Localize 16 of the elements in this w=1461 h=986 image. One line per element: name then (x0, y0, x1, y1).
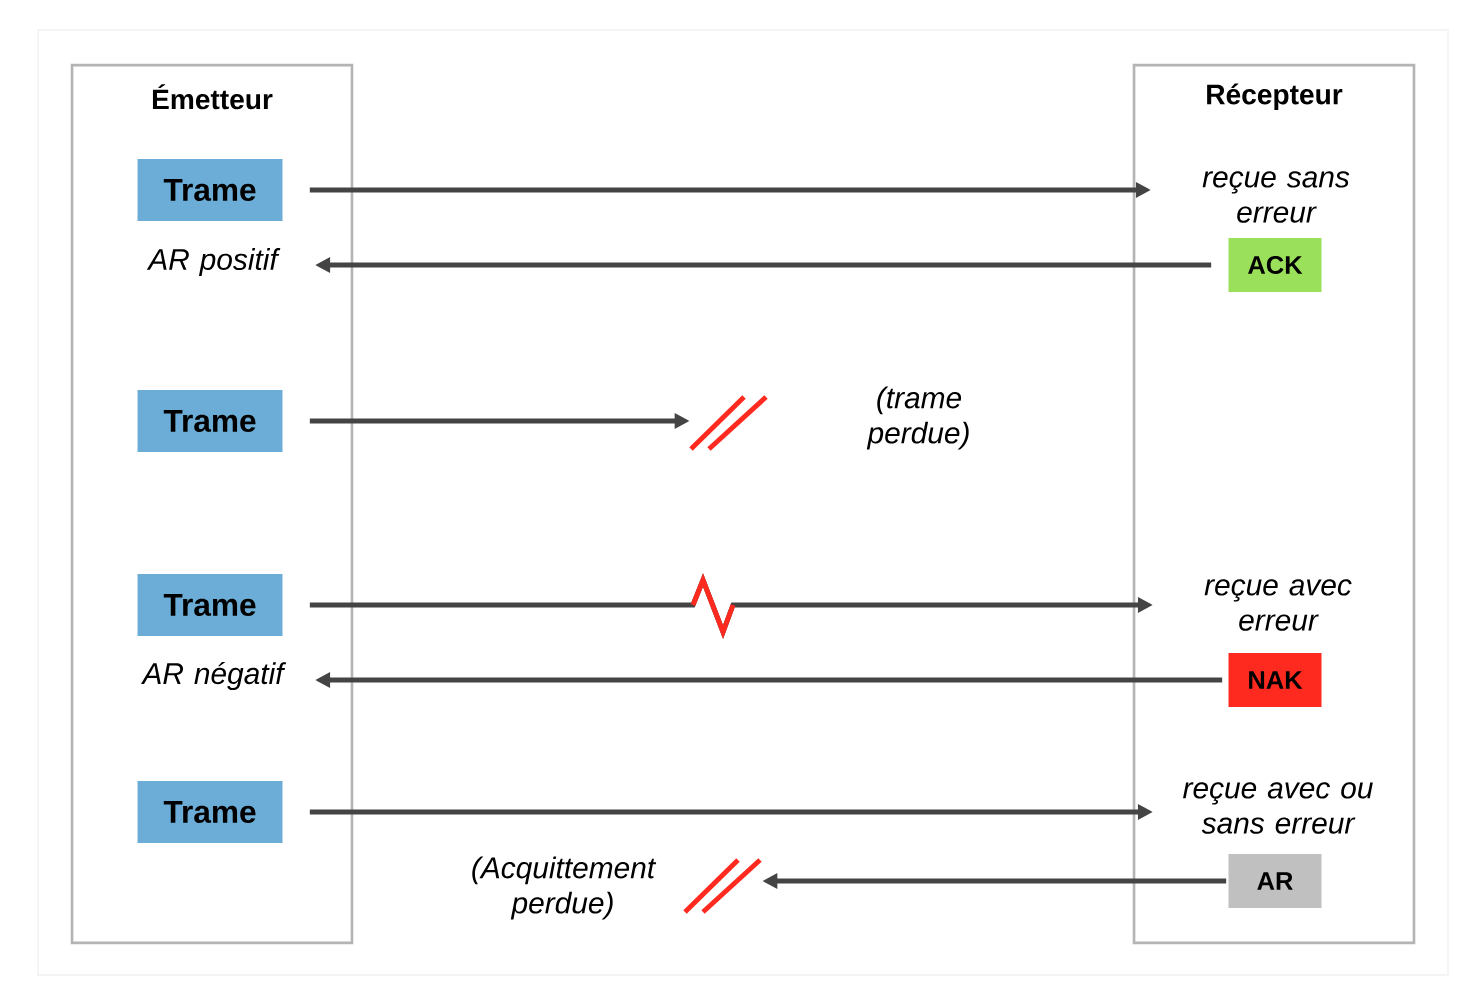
break-mark-drawing (689, 395, 768, 451)
status-text: AR négatif (141, 661, 287, 691)
frame-box: Trame (137, 390, 283, 452)
frame-box: Trame (137, 781, 283, 843)
nak-box: NAK (1228, 653, 1322, 707)
caption-text: (Acquittement perdue) (472, 856, 657, 920)
frame-box: Trame (137, 574, 283, 636)
ack-box: AR (1228, 854, 1322, 908)
status-text: reçue sans erreur (1202, 171, 1350, 223)
ack-box: ACK (1228, 238, 1322, 292)
status-text: reçue avec ou sans erreur (1183, 782, 1373, 834)
status-text: reçue avec erreur (1204, 579, 1352, 631)
status-text: AR positif (146, 248, 281, 276)
caption-text: (trame perdue) (866, 386, 969, 450)
frame-box: Trame (137, 159, 283, 221)
break-mark-drawing (683, 858, 762, 914)
